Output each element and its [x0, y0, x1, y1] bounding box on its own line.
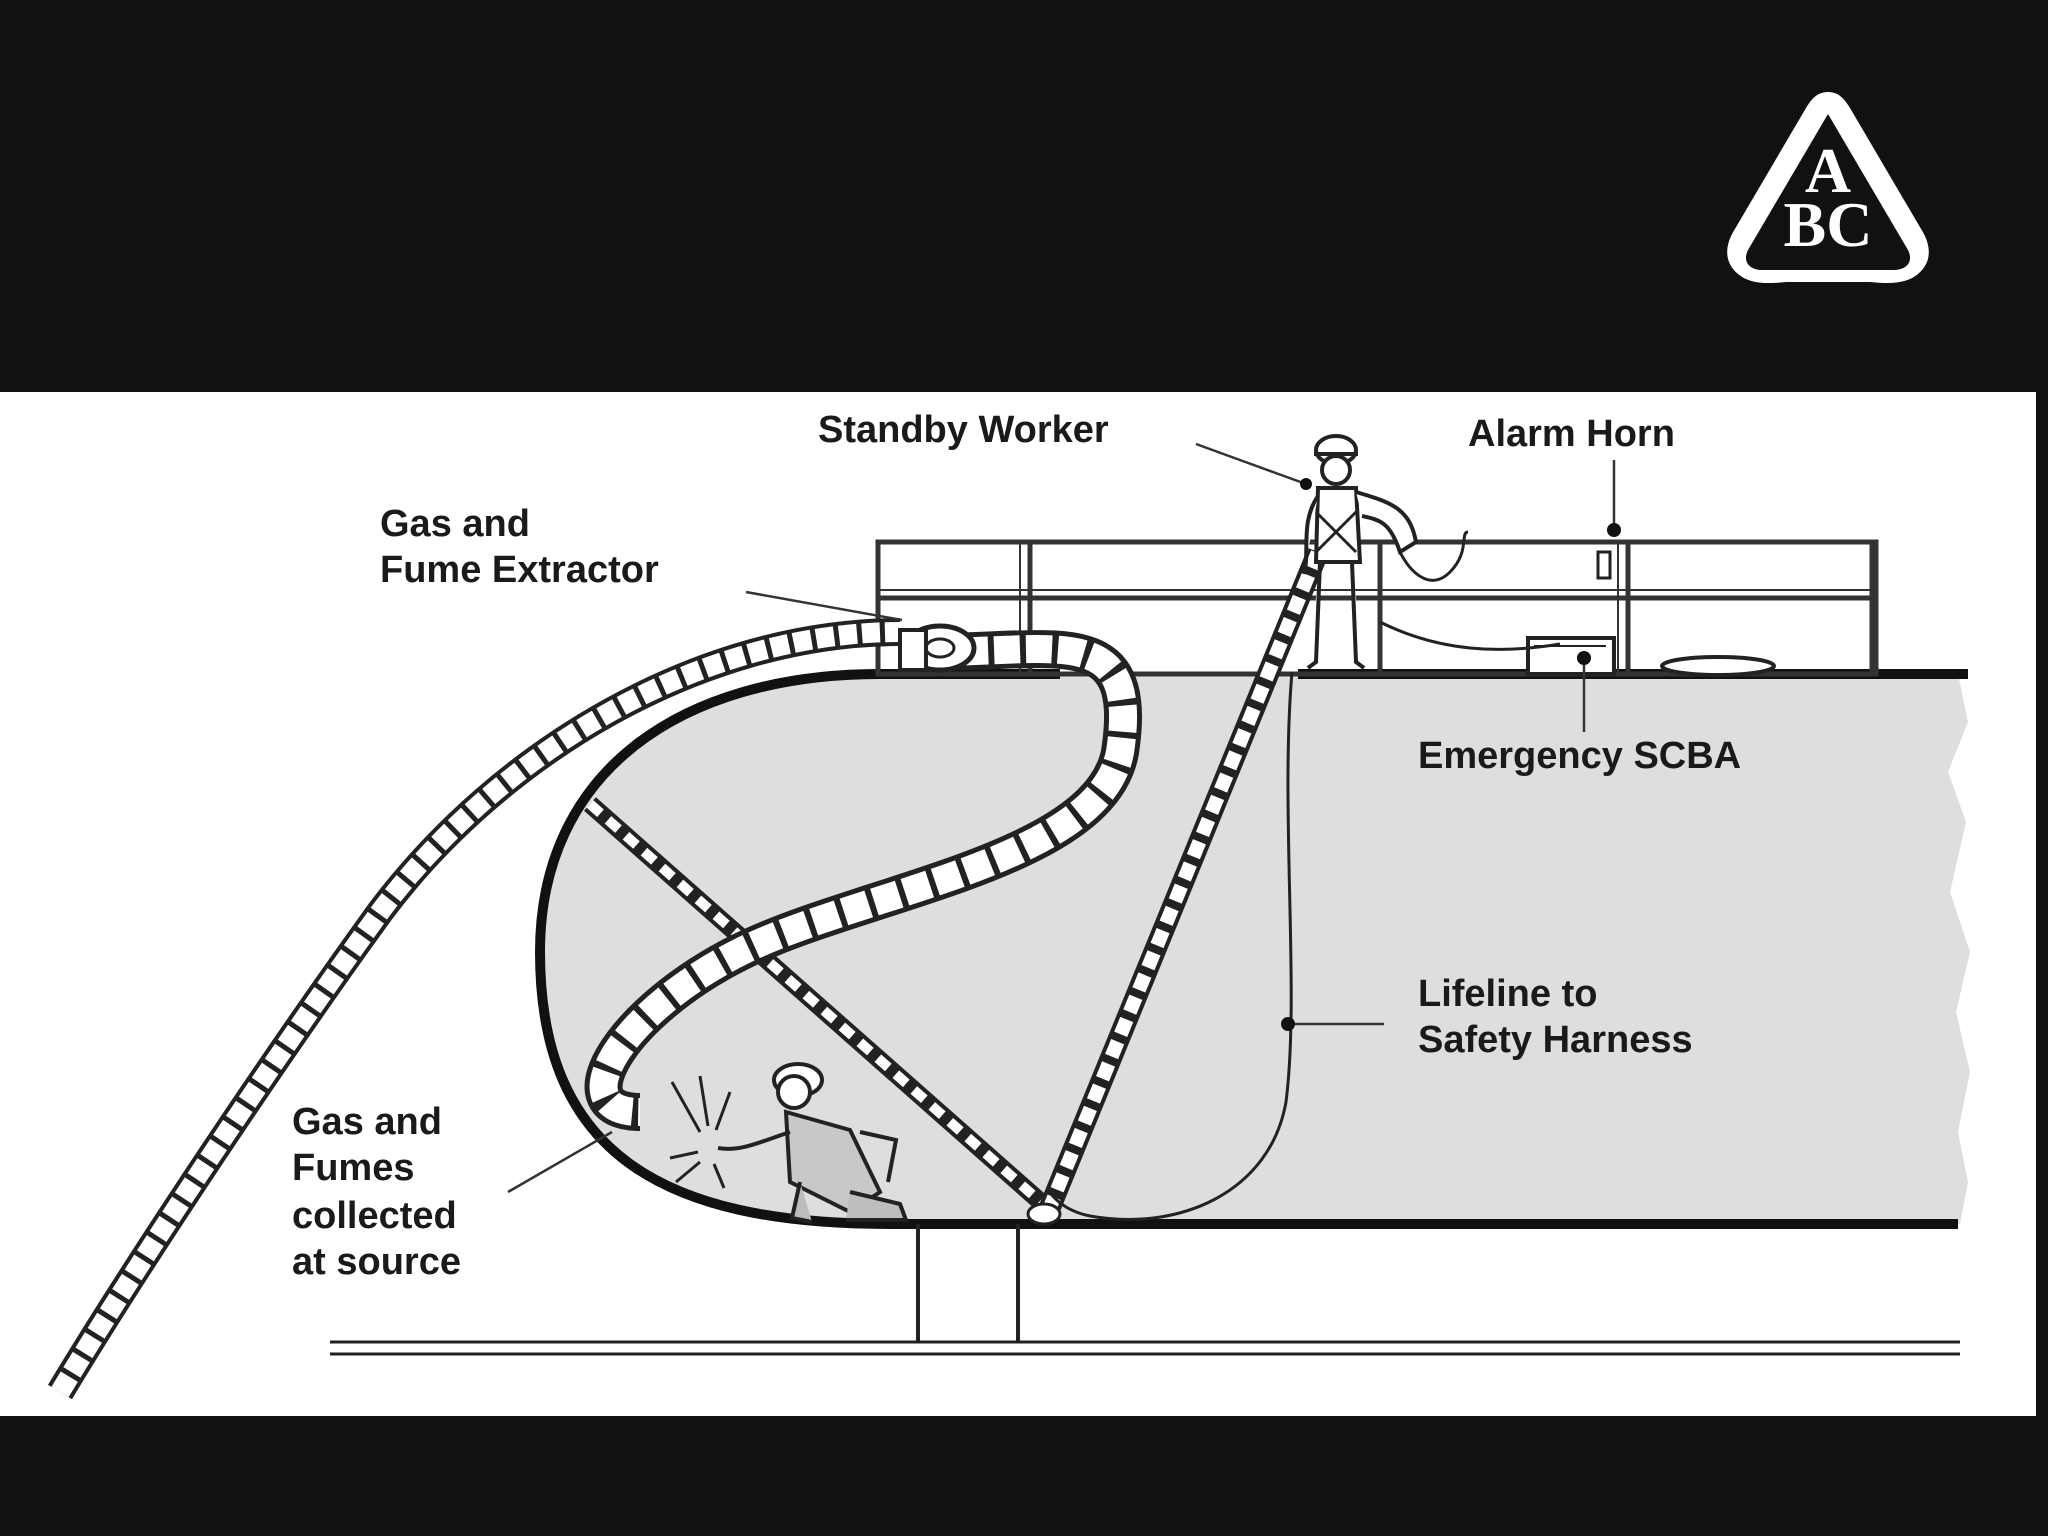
label-extractor-line2: Fume Extractor	[380, 549, 659, 591]
confined-space-diagram: Standby Worker Alarm Horn Gas and Fume E…	[0, 392, 2036, 1416]
label-fumes-line2: Fumes	[292, 1147, 414, 1189]
label-alarm-horn: Alarm Horn	[1468, 413, 1675, 455]
fume-extractor-unit	[900, 626, 974, 670]
diagram-panel: Standby Worker Alarm Horn Gas and Fume E…	[0, 392, 2036, 1416]
abc-logo: A BC	[1720, 84, 1936, 294]
label-emergency-scba: Emergency SCBA	[1418, 735, 1741, 777]
label-fumes-line4: at source	[292, 1241, 461, 1283]
logo-letters-bc: BC	[1784, 189, 1873, 260]
standby-worker-figure	[1304, 436, 1468, 668]
label-fumes-line3: collected	[292, 1195, 457, 1237]
label-fumes-line1: Gas and	[292, 1101, 442, 1143]
label-standby-worker: Standby Worker	[818, 409, 1109, 451]
label-lifeline-line2: Safety Harness	[1418, 1019, 1693, 1061]
label-lifeline-line1: Lifeline to	[1418, 973, 1597, 1015]
alarm-horn	[1380, 552, 1610, 649]
label-extractor-line1: Gas and	[380, 503, 530, 545]
